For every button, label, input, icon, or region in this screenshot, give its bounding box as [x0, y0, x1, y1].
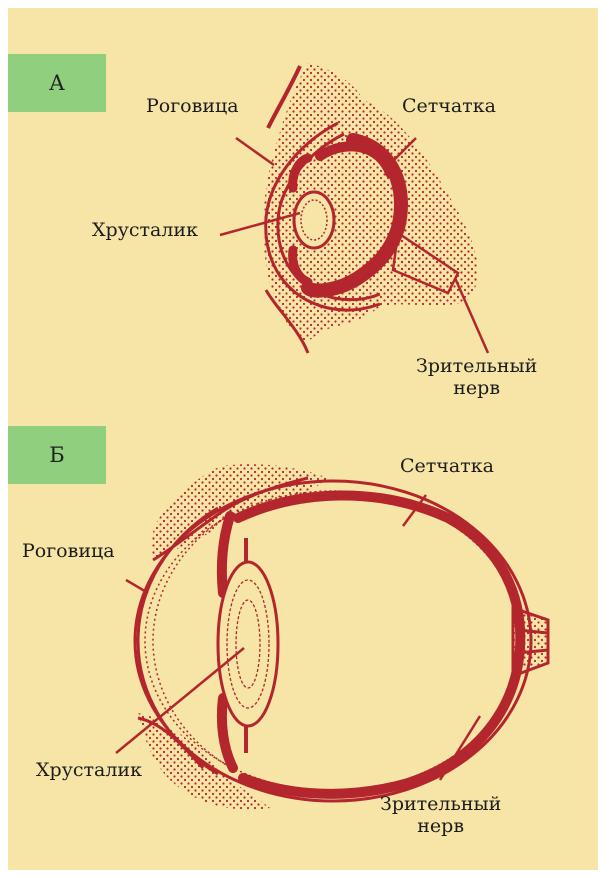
- label-optic-nerve-b-line2: нерв: [380, 816, 501, 838]
- label-optic-nerve-b-line1: Зрительный: [380, 794, 501, 816]
- optic-nerve-b: [513, 608, 548, 676]
- label-cornea-b: Роговица: [22, 541, 115, 563]
- label-optic-nerve-b: Зрительный нерв: [380, 794, 501, 838]
- label-retina-b: Сетчатка: [400, 456, 494, 478]
- leader-cornea-b: [126, 580, 148, 593]
- figure-page: А Роговица Сетчатк: [8, 8, 598, 870]
- eye-diagram-b: [8, 8, 598, 870]
- label-lens-b: Хрусталик: [36, 760, 142, 782]
